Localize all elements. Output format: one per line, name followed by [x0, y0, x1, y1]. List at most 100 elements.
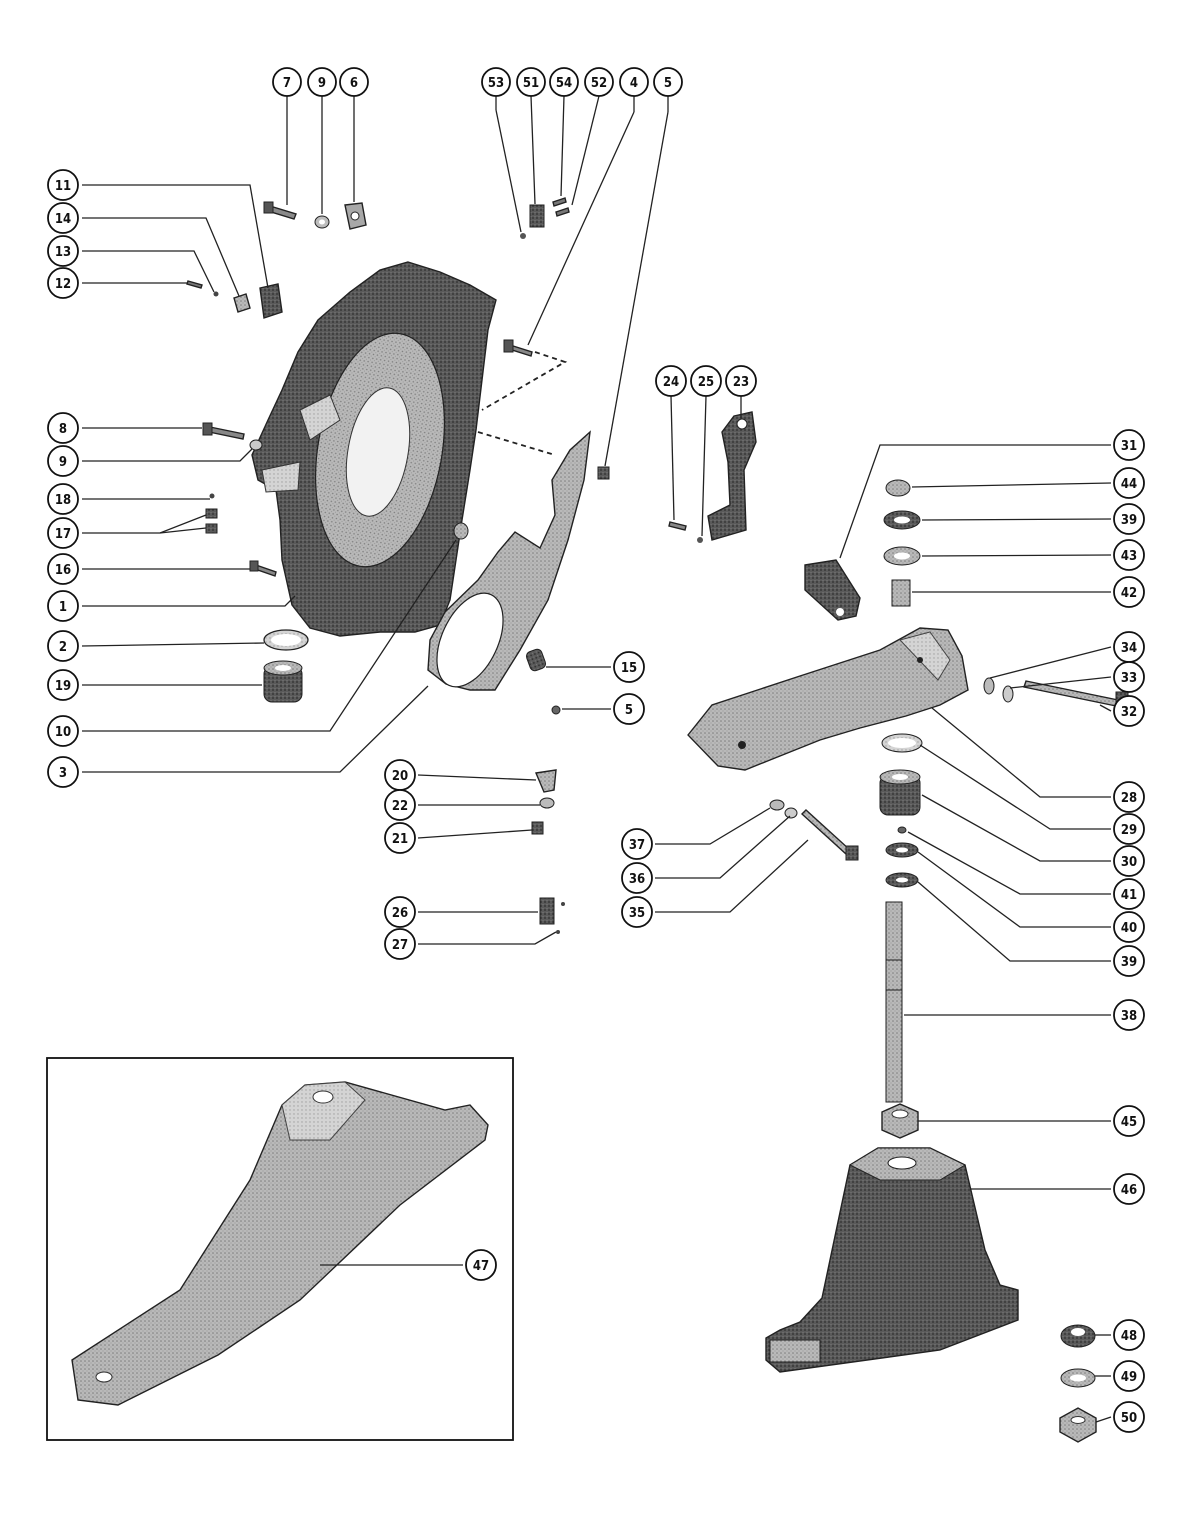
- svg-text:43: 43: [1121, 549, 1137, 564]
- callout-24: 24: [655, 365, 687, 397]
- svg-text:21: 21: [392, 832, 408, 847]
- callout-12: 12: [47, 267, 79, 299]
- alignment-line: [481, 351, 568, 411]
- clip-icon: [205, 508, 218, 534]
- washer-icon: [1060, 1368, 1096, 1388]
- svg-text:10: 10: [55, 725, 71, 740]
- svg-text:30: 30: [1121, 855, 1137, 870]
- callout-7: 7: [272, 67, 302, 97]
- callout-52: 52: [584, 67, 614, 97]
- screw-icon: [520, 233, 526, 239]
- inset-frame: [46, 1057, 514, 1441]
- bolt-icon: [668, 521, 687, 531]
- callout-47: 47: [465, 1249, 497, 1281]
- callout-33: 33: [1113, 661, 1145, 693]
- washer-icon: [453, 522, 469, 540]
- svg-text:37: 37: [629, 838, 645, 853]
- svg-text:52: 52: [591, 76, 607, 91]
- callout-18: 18: [47, 483, 79, 515]
- svg-text:15: 15: [621, 661, 637, 676]
- washer-icon: [885, 872, 919, 888]
- callout-53: 53: [481, 67, 511, 97]
- callout-34: 34: [1113, 631, 1145, 663]
- bolt-icon: [531, 821, 544, 835]
- svg-text:53: 53: [488, 76, 504, 91]
- callout-41: 41: [1113, 878, 1145, 910]
- bolt-icon: [800, 809, 859, 861]
- washer-icon: [883, 546, 921, 566]
- svg-text:8: 8: [59, 422, 67, 437]
- callout-15: 15: [613, 651, 645, 683]
- callout-39: 39: [1113, 503, 1145, 535]
- bracket-icon: [707, 411, 757, 541]
- callout-54: 54: [549, 67, 579, 97]
- washer-icon: [883, 510, 921, 530]
- svg-text:36: 36: [629, 872, 645, 887]
- svg-text:9: 9: [318, 76, 326, 91]
- clamp-icon: [259, 283, 283, 319]
- svg-text:54: 54: [556, 76, 572, 91]
- alignment-line: [477, 431, 556, 456]
- callout-17: 17: [47, 517, 79, 549]
- flywheel-cover-icon: [427, 430, 591, 691]
- svg-text:6: 6: [350, 76, 358, 91]
- callout-37: 37: [621, 828, 653, 860]
- washer-icon: [885, 842, 919, 858]
- engine-mount-bracket-icon: [687, 627, 969, 771]
- callout-48: 48: [1113, 1319, 1145, 1351]
- washer-icon: [769, 799, 785, 811]
- washer-icon: [784, 807, 798, 819]
- svg-text:4: 4: [630, 76, 638, 91]
- callout-44: 44: [1113, 467, 1145, 499]
- callout-43: 43: [1113, 539, 1145, 571]
- screw-icon: [209, 493, 215, 499]
- svg-text:33: 33: [1121, 671, 1137, 686]
- callout-30: 30: [1113, 845, 1145, 877]
- callout-9b: 9: [47, 445, 79, 477]
- svg-text:5: 5: [625, 703, 633, 718]
- callout-25: 25: [690, 365, 722, 397]
- svg-text:48: 48: [1121, 1329, 1137, 1344]
- callout-51: 51: [516, 67, 546, 97]
- svg-text:2: 2: [59, 640, 67, 655]
- nut-icon: [697, 537, 703, 543]
- svg-text:11: 11: [55, 179, 71, 194]
- nut-icon: [551, 705, 561, 715]
- callout-5b: 5: [613, 693, 645, 725]
- mount-pedestal-icon: [765, 1147, 1019, 1373]
- svg-text:17: 17: [55, 527, 71, 542]
- callout-38: 38: [1113, 999, 1145, 1031]
- svg-text:23: 23: [733, 375, 749, 390]
- svg-text:14: 14: [55, 212, 71, 227]
- flywheel-housing-icon: [251, 261, 497, 637]
- svg-text:29: 29: [1121, 823, 1137, 838]
- svg-text:16: 16: [55, 563, 71, 578]
- svg-text:39: 39: [1121, 513, 1137, 528]
- spring-icon: [525, 648, 547, 672]
- callout-19: 19: [47, 669, 79, 701]
- svg-text:26: 26: [392, 906, 408, 921]
- svg-text:47: 47: [473, 1259, 489, 1274]
- svg-text:31: 31: [1121, 439, 1137, 454]
- stringer-mount-icon: [71, 1081, 489, 1406]
- screw-icon: [552, 197, 567, 207]
- svg-text:9: 9: [59, 455, 67, 470]
- svg-text:34: 34: [1121, 641, 1137, 656]
- svg-text:22: 22: [392, 799, 408, 814]
- svg-text:19: 19: [55, 679, 71, 694]
- nut-icon: [1060, 1324, 1096, 1348]
- svg-text:7: 7: [283, 76, 291, 91]
- bolt-icon: [263, 201, 297, 220]
- stud-icon: [885, 901, 903, 1103]
- callout-40: 40: [1113, 911, 1145, 943]
- nut-icon: [881, 1103, 919, 1139]
- callout-14: 14: [47, 202, 79, 234]
- callout-5: 5: [653, 67, 683, 97]
- nut-icon: [213, 291, 219, 297]
- bracket-icon: [233, 293, 251, 313]
- callout-45: 45: [1113, 1105, 1145, 1137]
- callout-1: 1: [47, 590, 79, 622]
- callout-49: 49: [1113, 1360, 1145, 1392]
- svg-text:51: 51: [523, 76, 539, 91]
- callout-22: 22: [384, 789, 416, 821]
